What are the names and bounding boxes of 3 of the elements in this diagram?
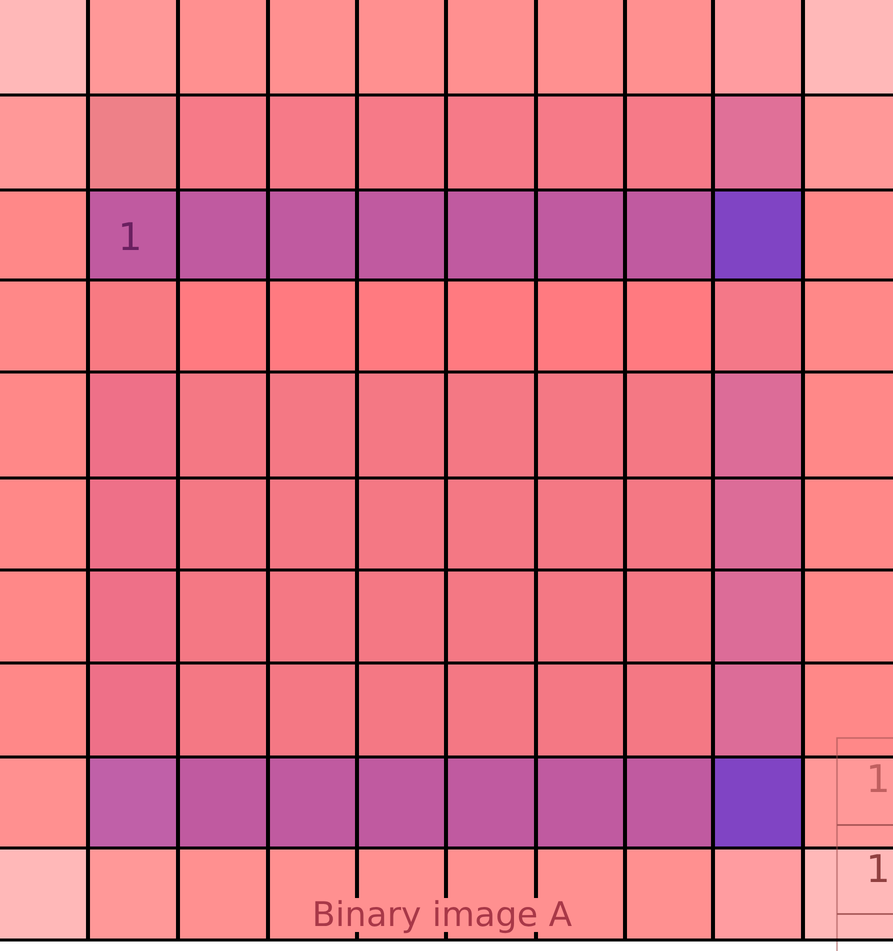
cell-value: 1 bbox=[866, 850, 890, 888]
cell-value: 1 bbox=[118, 218, 142, 256]
cell-value: 1 bbox=[866, 760, 890, 798]
